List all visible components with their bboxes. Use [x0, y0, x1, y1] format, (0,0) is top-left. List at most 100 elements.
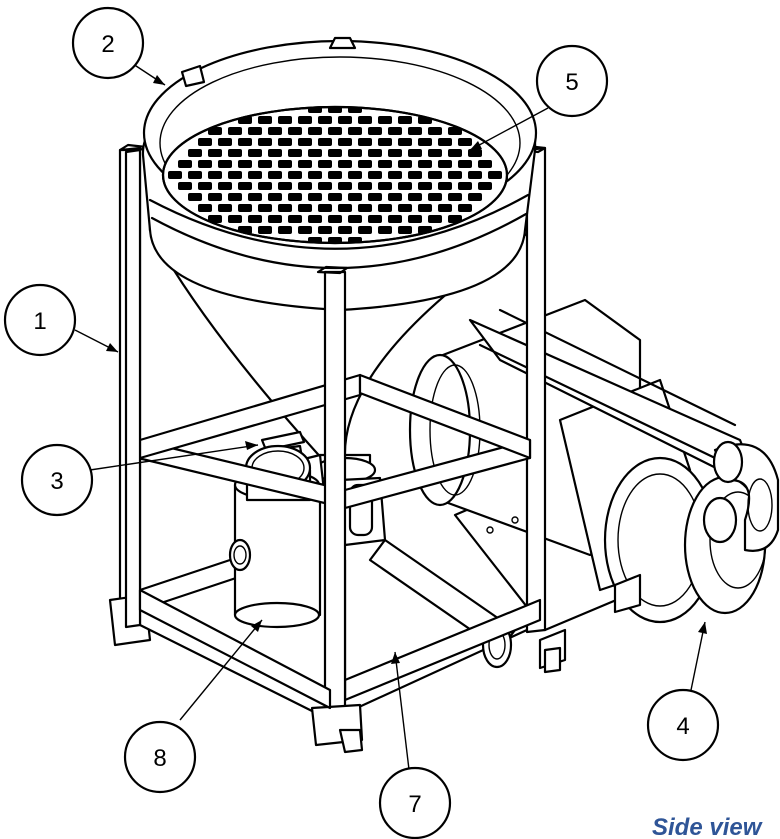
grating-hole — [348, 127, 362, 135]
grating-hole — [448, 149, 462, 157]
grating-hole — [448, 193, 462, 201]
svg-text:4: 4 — [676, 713, 689, 740]
grating-hole — [438, 182, 452, 190]
grating-hole — [328, 107, 342, 113]
grating-hole — [418, 160, 432, 168]
grating-hole — [398, 116, 412, 124]
grating-hole — [188, 149, 202, 157]
grating-hole — [218, 160, 232, 168]
grating-hole — [178, 160, 192, 168]
svg-text:5: 5 — [565, 69, 578, 96]
grating-hole — [448, 171, 462, 179]
grating-hole — [378, 160, 392, 168]
grating-hole — [298, 226, 312, 234]
grating-hole — [478, 160, 492, 168]
grating-hole — [248, 171, 262, 179]
svg-text:1: 1 — [33, 308, 46, 335]
grating-hole — [338, 116, 352, 124]
grating-hole — [218, 138, 232, 146]
grating-hole — [398, 182, 412, 190]
grating-hole — [208, 215, 222, 223]
grating-hole — [338, 182, 352, 190]
grating-hole — [368, 171, 382, 179]
grating-hole — [328, 237, 342, 243]
grating-hole — [308, 171, 322, 179]
grating-hole — [298, 204, 312, 212]
grating-hole — [428, 171, 442, 179]
grating-hole — [278, 182, 292, 190]
grating-hole — [368, 215, 382, 223]
grating-hole — [358, 226, 372, 234]
grating-hole — [378, 116, 392, 124]
callout-leaders — [74, 61, 707, 779]
grating-hole — [298, 116, 312, 124]
grating-hole — [288, 193, 302, 201]
grating-hole — [278, 160, 292, 168]
grating-hole — [358, 116, 372, 124]
grating-hole — [318, 204, 332, 212]
grating-hole — [208, 171, 222, 179]
grating-hole — [208, 193, 222, 201]
grating-hole — [228, 215, 242, 223]
grating-hole — [238, 138, 252, 146]
grating-hole — [338, 226, 352, 234]
grating-hole — [238, 204, 252, 212]
grating-hole — [348, 171, 362, 179]
grating-hole — [258, 226, 272, 234]
grating-hole — [388, 193, 402, 201]
grating-hole — [268, 171, 282, 179]
grating-hole — [428, 127, 442, 135]
grating-hole — [328, 127, 342, 135]
grating-hole — [438, 138, 452, 146]
grating-hole — [398, 204, 412, 212]
svg-text:3: 3 — [50, 468, 63, 495]
grating-hole — [488, 171, 502, 179]
grating-hole — [308, 107, 322, 113]
grating-hole — [188, 171, 202, 179]
grating-hole — [318, 226, 332, 234]
grating-hole — [198, 182, 212, 190]
grating-hole — [348, 237, 362, 243]
grating-hole — [298, 160, 312, 168]
grating-hole — [398, 138, 412, 146]
grating-hole — [468, 149, 482, 157]
grating-hole — [278, 138, 292, 146]
grating-hole — [258, 160, 272, 168]
grating-hole — [188, 193, 202, 201]
grating-hole — [378, 182, 392, 190]
grating-hole — [318, 160, 332, 168]
grating-hole — [358, 160, 372, 168]
grating-hole — [408, 215, 422, 223]
screen-grating — [161, 105, 509, 245]
grating-hole — [278, 116, 292, 124]
grating-hole — [308, 127, 322, 135]
callout-1: 1 — [3, 283, 77, 357]
grating-hole — [398, 226, 412, 234]
grating-hole — [248, 127, 262, 135]
grating-hole — [308, 215, 322, 223]
grating-hole — [388, 149, 402, 157]
grating-hole — [338, 204, 352, 212]
grating-hole — [378, 204, 392, 212]
grating-hole — [348, 107, 362, 113]
callout-5: 5 — [535, 44, 609, 118]
grating-hole — [418, 182, 432, 190]
grating-hole — [288, 127, 302, 135]
grating-hole — [398, 160, 412, 168]
grating-hole — [328, 193, 342, 201]
grating-hole — [168, 171, 182, 179]
grating-hole — [208, 149, 222, 157]
grating-hole — [428, 149, 442, 157]
grating-hole — [258, 182, 272, 190]
grating-hole — [258, 138, 272, 146]
grating-hole — [408, 149, 422, 157]
callout-8: 8 — [123, 720, 197, 794]
grating-hole — [268, 127, 282, 135]
grating-hole — [228, 193, 242, 201]
grating-hole — [328, 215, 342, 223]
grating-hole — [388, 215, 402, 223]
grating-hole — [428, 215, 442, 223]
grating-hole — [418, 138, 432, 146]
grating-hole — [358, 138, 372, 146]
